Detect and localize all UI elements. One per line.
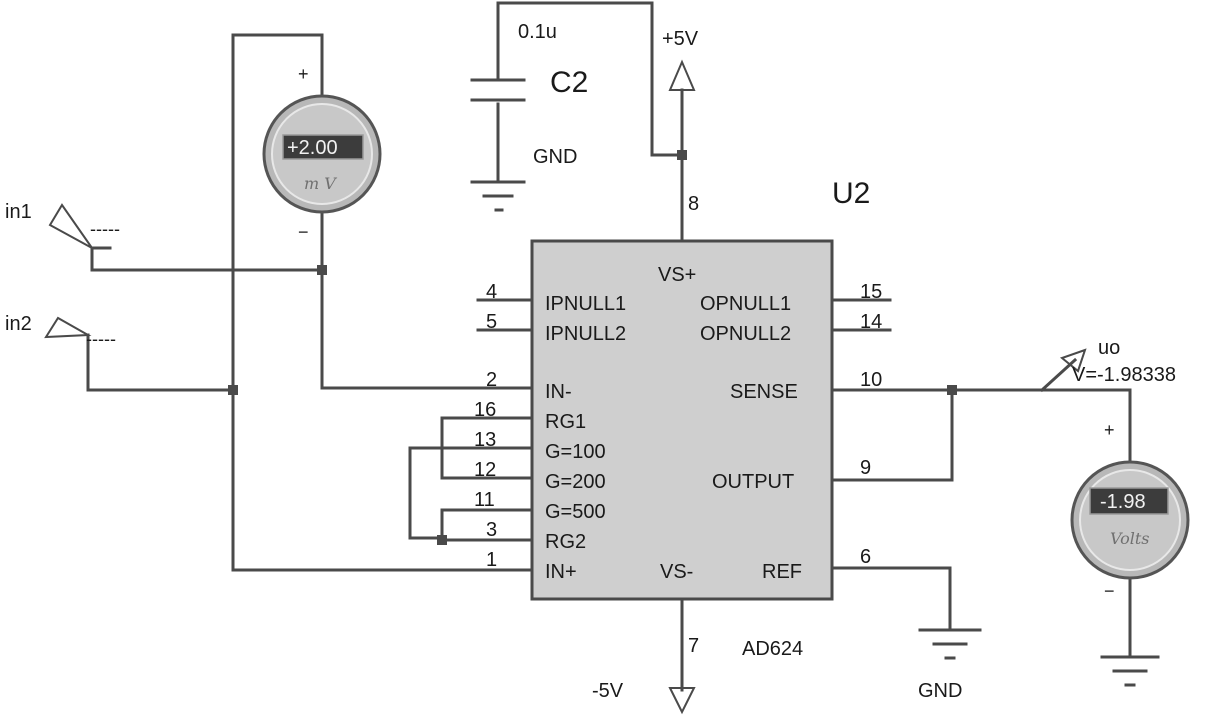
junction-dot (677, 150, 687, 160)
pin-name-vsminus: VS- (660, 561, 693, 583)
pin-number-left: 4 (486, 281, 497, 303)
pin-name-right: OUTPUT (712, 471, 794, 493)
input-meter-minus: − (298, 222, 309, 242)
ic-part: AD624 (742, 638, 803, 660)
pin-number-right: 9 (860, 457, 871, 479)
pin-name-left: RG1 (545, 411, 586, 433)
pin-name-left: G=200 (545, 471, 606, 493)
output-meter-minus: − (1104, 581, 1115, 601)
in1-mark: ----- (90, 219, 120, 239)
pin-name-right: OPNULL1 (700, 293, 791, 315)
probe-value: V=-1.98338 (1072, 364, 1176, 386)
pin-number-left: 12 (474, 459, 496, 481)
input-meter-reading: +2.00 (287, 137, 338, 159)
pin-name-left: IPNULL1 (545, 293, 626, 315)
junction-dot (317, 265, 327, 275)
vplus-supply[interactable]: +5V (662, 28, 699, 91)
vminus-label: -5V (592, 680, 624, 702)
pin-number-right: 15 (860, 281, 882, 303)
in1-label: in1 (5, 201, 32, 223)
ic-ad624[interactable]: U2 AD624 8 VS+ 7 VS- 4 IPNULL1 5 IPNULL2… (474, 177, 882, 660)
source-in2[interactable]: in2 ----- (5, 313, 116, 349)
voltage-probe-uo[interactable]: uo V=-1.98338 (1059, 337, 1176, 386)
capacitor-ref: C2 (550, 66, 588, 99)
pin-name-right: OPNULL2 (700, 323, 791, 345)
pin-name-left: IPNULL2 (545, 323, 626, 345)
junction-dot (947, 385, 957, 395)
output-voltmeter[interactable]: -1.98 Volts + − (1070, 420, 1190, 601)
pin-number-right: 10 (860, 369, 882, 391)
junctions (228, 150, 957, 545)
pin-name-left: G=100 (545, 441, 606, 463)
input-meter-unit: m V (304, 174, 337, 193)
pin-number-7: 7 (688, 635, 699, 657)
pin-number-left: 16 (474, 399, 496, 421)
capacitor-c2[interactable]: 0.1u C2 (470, 21, 588, 102)
junction-dot (228, 385, 238, 395)
pin-name-left: G=500 (545, 501, 606, 523)
pin-number-8: 8 (688, 193, 699, 215)
vplus-label: +5V (662, 28, 699, 50)
in2-mark: ----- (86, 329, 116, 349)
pin-name-left: IN- (545, 381, 572, 403)
input-voltmeter[interactable]: +2.00 m V + − (262, 64, 382, 242)
pin-number-left: 3 (486, 519, 497, 541)
pin-name-left: IN+ (545, 561, 577, 583)
gnd-cap-label: GND (533, 146, 577, 168)
in2-label: in2 (5, 313, 32, 335)
pin-number-right: 6 (860, 546, 871, 568)
ground-symbol-ref: GND (918, 628, 982, 702)
probe-name: uo (1098, 337, 1120, 359)
pin-number-left: 13 (474, 429, 496, 451)
gnd-ref-label: GND (918, 680, 962, 702)
ic-body (530, 239, 834, 601)
meter-display (282, 134, 364, 160)
meter-display (1089, 487, 1169, 515)
junction-dot (437, 535, 447, 545)
pin-name-right: REF (762, 561, 802, 583)
pin-name-right: SENSE (730, 381, 798, 403)
pin-name-vsplus: VS+ (658, 264, 696, 286)
pin-number-right: 14 (860, 311, 882, 333)
pin-number-left: 5 (486, 311, 497, 333)
pin-name-left: RG2 (545, 531, 586, 553)
vminus-supply[interactable]: -5V (592, 680, 696, 715)
pin-number-left: 2 (486, 369, 497, 391)
wires (86, 1, 1132, 692)
ic-ref: U2 (832, 177, 870, 210)
input-meter-plus: + (298, 64, 309, 84)
pin-number-left: 11 (474, 489, 495, 511)
source-in1[interactable]: in1 ----- (5, 201, 120, 250)
ground-symbol-meter (1100, 655, 1160, 687)
output-meter-reading: -1.98 (1100, 491, 1146, 513)
output-meter-plus: + (1104, 420, 1115, 440)
pin-number-left: 1 (486, 549, 497, 571)
ground-symbol-cap: GND (470, 146, 577, 212)
capacitor-value: 0.1u (518, 21, 557, 43)
output-meter-unit: Volts (1110, 529, 1149, 548)
